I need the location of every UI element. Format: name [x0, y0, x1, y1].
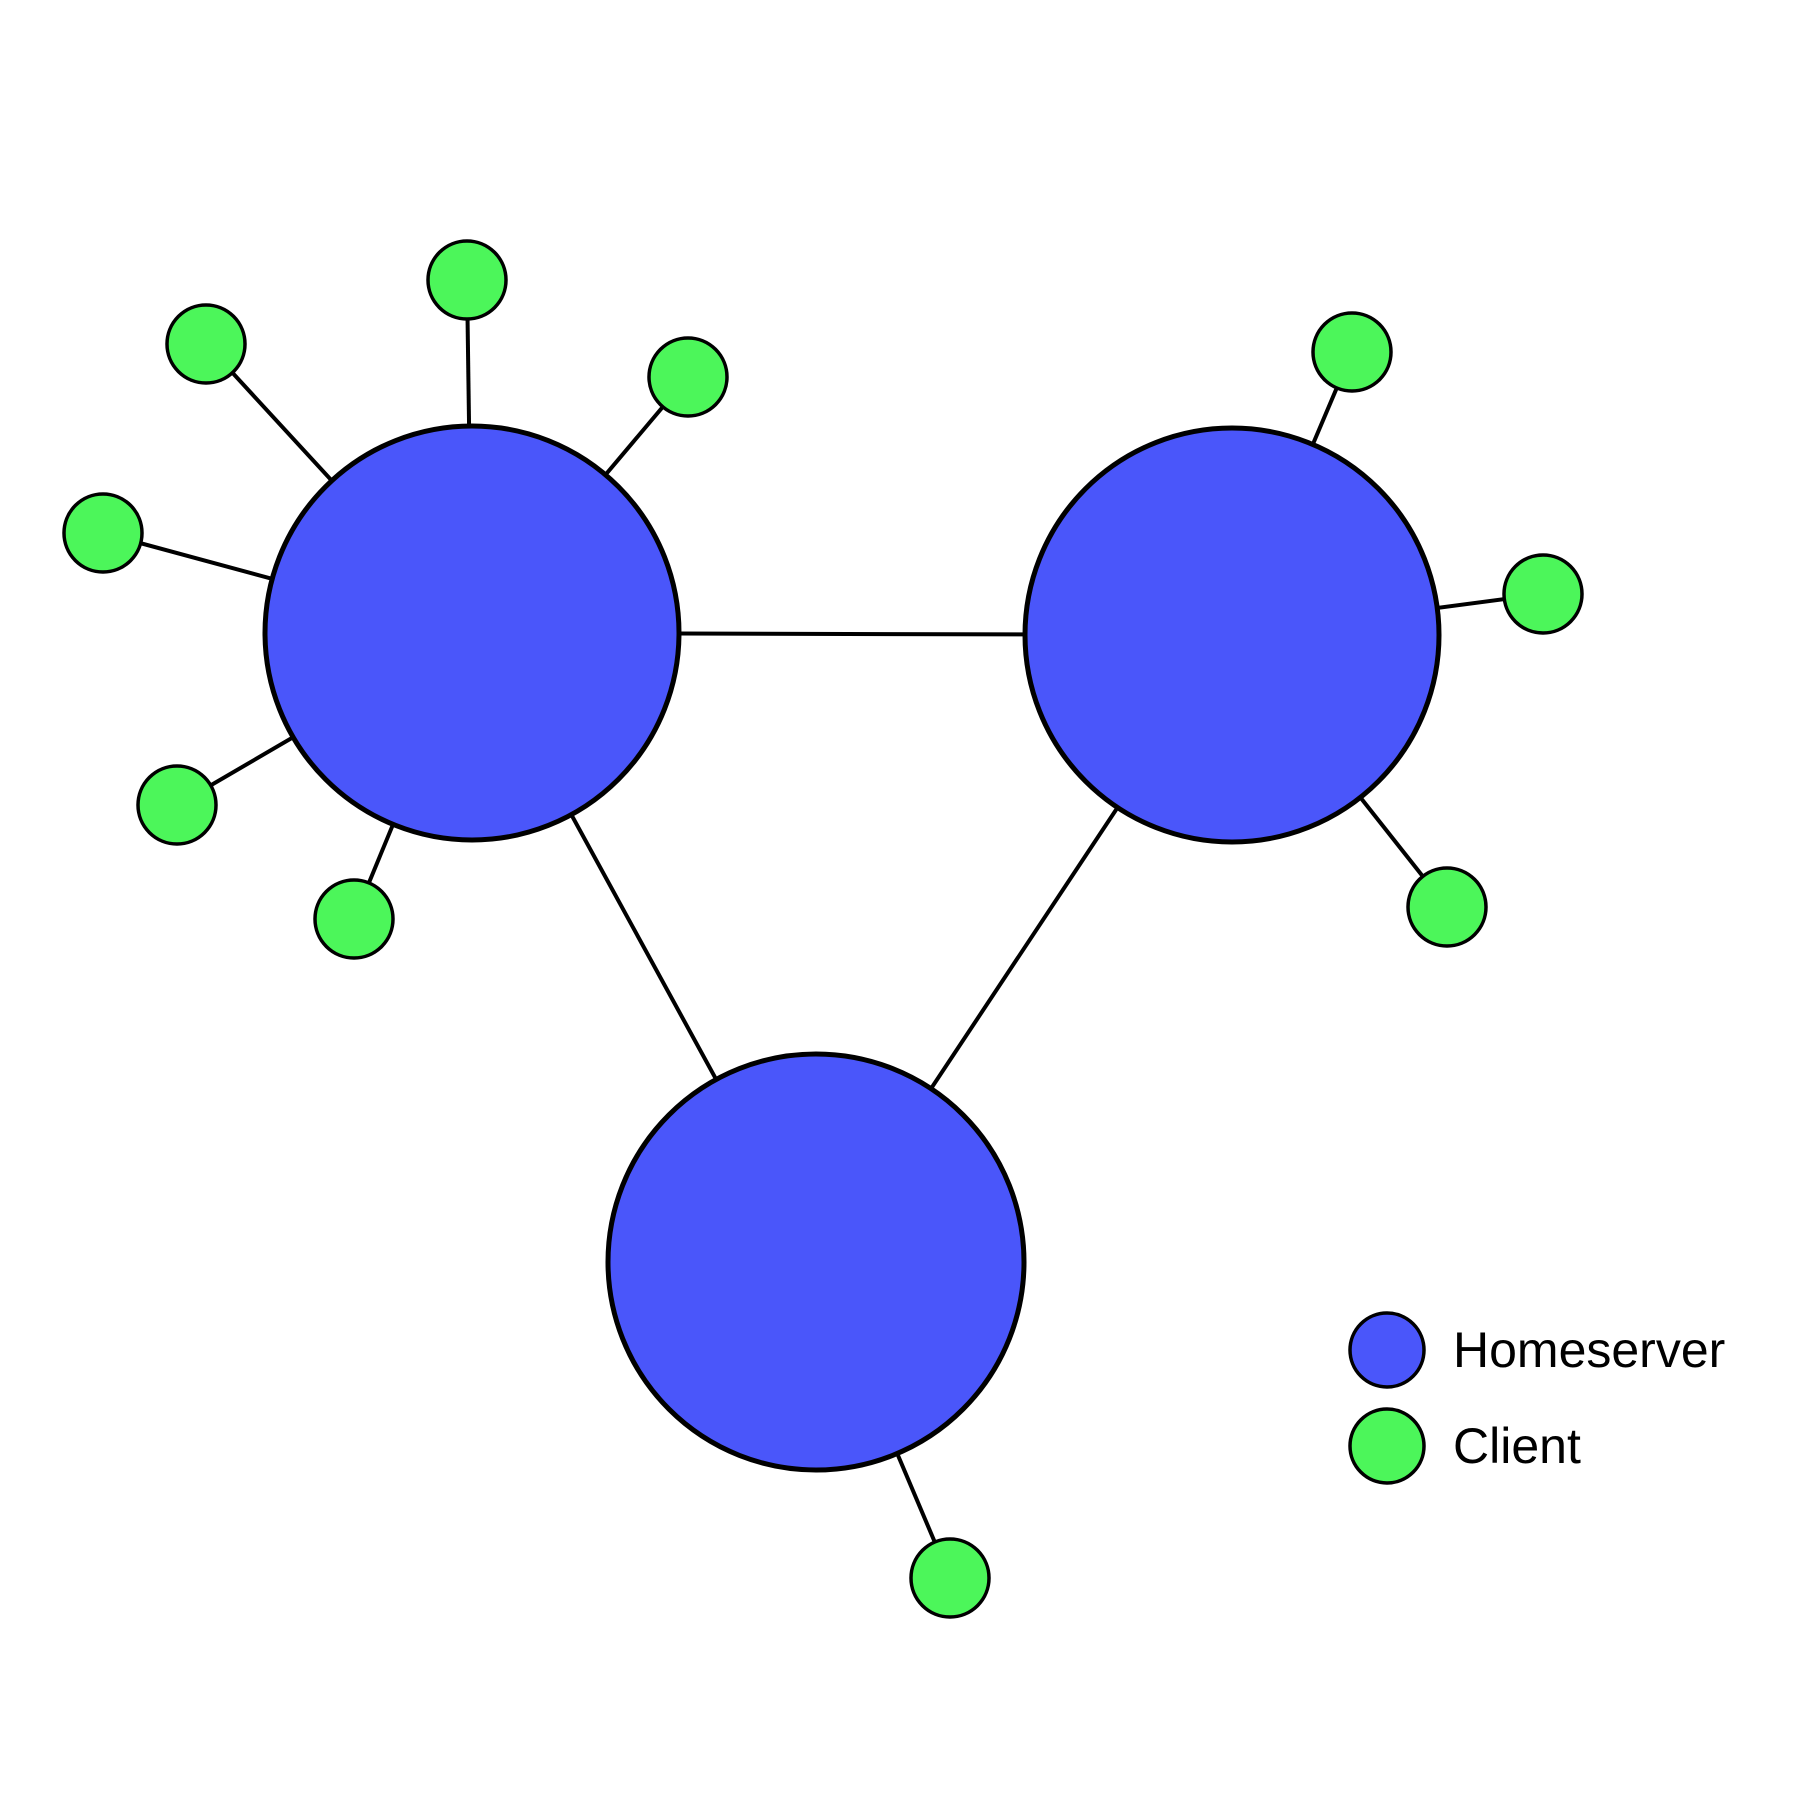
- client-node: [136, 764, 218, 846]
- client-node: [909, 1537, 991, 1619]
- legend-swatch-client: [1348, 1407, 1426, 1485]
- client-node: [1406, 866, 1488, 948]
- homeserver-node: [1022, 425, 1442, 845]
- client-node: [426, 239, 508, 321]
- client-node: [647, 336, 729, 418]
- client-node: [62, 492, 144, 574]
- legend-label-homeserver: Homeserver: [1453, 1322, 1725, 1378]
- legend-swatch-homeserver: [1348, 1311, 1426, 1389]
- legend-label-client: Client: [1453, 1418, 1581, 1474]
- client-node: [165, 303, 247, 385]
- homeserver-node: [605, 1051, 1027, 1473]
- nodes-layer: [62, 239, 1584, 1619]
- client-node: [313, 878, 395, 960]
- client-node: [1502, 553, 1584, 635]
- homeserver-node: [262, 423, 682, 843]
- client-node: [1311, 311, 1393, 393]
